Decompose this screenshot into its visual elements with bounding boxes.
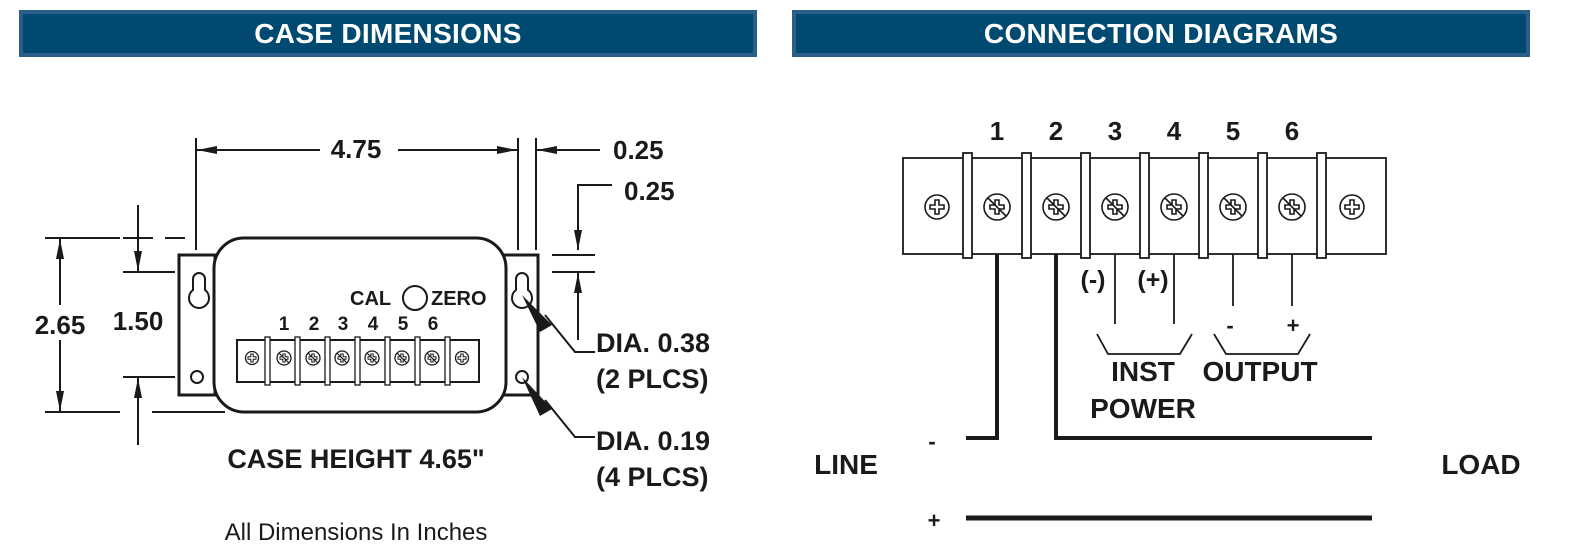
end-screw-icon bbox=[924, 194, 950, 220]
leader-arrowhead bbox=[522, 377, 552, 416]
line-plus-label: + bbox=[928, 508, 941, 533]
terminal-barrier bbox=[1257, 152, 1268, 259]
terminal-barrier bbox=[354, 336, 361, 386]
mounting-hole bbox=[190, 370, 204, 384]
zero-label: ZERO bbox=[431, 288, 487, 310]
terminal-number: 4 bbox=[1167, 116, 1182, 146]
terminal-screw-icon bbox=[1219, 193, 1247, 221]
terminal-number: 3 bbox=[1108, 116, 1122, 146]
output-label: OUTPUT bbox=[1202, 356, 1317, 387]
terminal-barrier bbox=[324, 336, 331, 386]
inst-minus-label: (-) bbox=[1081, 266, 1106, 294]
wire-line-minus bbox=[966, 254, 999, 440]
terminal-screw-icon bbox=[1042, 193, 1070, 221]
dim-slot-label: 0.25 bbox=[624, 176, 675, 206]
keyhole-slot bbox=[511, 272, 533, 309]
case-drawing: 4.75 0.25 0.25 2.65 1.50 bbox=[35, 134, 710, 546]
line-label: LINE bbox=[814, 449, 878, 480]
connection-drawing: 1 2 3 4 5 6 (-) (+) - + INST POWER OUTPU… bbox=[814, 116, 1521, 533]
output-plus-label: + bbox=[1287, 313, 1300, 338]
terminal-barrier bbox=[384, 336, 391, 386]
terminal-barrier bbox=[444, 336, 451, 386]
case-terminal-strip bbox=[236, 336, 480, 386]
leader-keyhole bbox=[544, 314, 595, 353]
terminal-number: 1 bbox=[279, 314, 290, 335]
line-minus-label: - bbox=[928, 429, 935, 454]
connection-diagrams-header: CONNECTION DIAGRAMS bbox=[792, 10, 1530, 57]
terminal-screw-icon bbox=[364, 350, 380, 366]
terminal-number: 4 bbox=[368, 314, 379, 335]
terminal-number: 5 bbox=[1226, 116, 1240, 146]
terminal-number: 2 bbox=[1049, 116, 1063, 146]
terminal-barrier bbox=[1139, 152, 1150, 259]
leader-arrowhead bbox=[522, 295, 552, 332]
cal-label: CAL bbox=[350, 288, 391, 310]
terminal-number: 2 bbox=[309, 314, 320, 335]
callout-keyhole-dia: DIA. 0.38 bbox=[596, 328, 710, 358]
terminal-screw-icon bbox=[334, 350, 350, 366]
bracket-inst-power bbox=[1096, 333, 1193, 355]
terminal-barrier bbox=[264, 336, 271, 386]
bracket-output bbox=[1213, 333, 1311, 355]
leader-hole bbox=[544, 399, 595, 438]
dim-flange-label: 0.25 bbox=[613, 135, 664, 165]
case-dimensions-header: CASE DIMENSIONS bbox=[19, 10, 757, 57]
case-terminal-numbers: 1 2 3 4 5 6 bbox=[279, 314, 439, 335]
dim-width-label: 4.75 bbox=[331, 134, 382, 164]
terminal-barriers bbox=[962, 152, 1327, 259]
dim-mount-spacing-label: 1.50 bbox=[113, 306, 164, 336]
terminal-screw-icon bbox=[1160, 193, 1188, 221]
dim-arrow-slot bbox=[574, 184, 612, 250]
inst-label: INST bbox=[1111, 356, 1175, 387]
end-screw-icon bbox=[244, 350, 260, 366]
end-screw-icon bbox=[1339, 194, 1365, 220]
terminal-number: 6 bbox=[428, 314, 439, 335]
power-label: POWER bbox=[1090, 393, 1196, 424]
cal-zero-adjust bbox=[402, 285, 428, 311]
terminal-screw-icon bbox=[276, 350, 292, 366]
case-body bbox=[212, 236, 508, 414]
dim-height-label: 2.65 bbox=[35, 310, 86, 340]
terminal-number: 1 bbox=[990, 116, 1004, 146]
wire-load bbox=[1054, 254, 1372, 440]
terminal-number: 5 bbox=[398, 314, 409, 335]
case-height-label: CASE HEIGHT 4.65" bbox=[227, 444, 484, 474]
terminal-barrier bbox=[414, 336, 421, 386]
terminal-barrier bbox=[962, 152, 973, 259]
output-minus-label: - bbox=[1226, 313, 1233, 338]
terminal-screw-icon bbox=[394, 350, 410, 366]
callout-keyhole-qty: (2 PLCS) bbox=[596, 364, 709, 394]
end-screw-icon bbox=[454, 350, 470, 366]
terminal-barrier bbox=[1198, 152, 1209, 259]
callout-hole-dia: DIA. 0.19 bbox=[596, 426, 710, 456]
terminal-numbers: 1 2 3 4 5 6 bbox=[990, 116, 1299, 146]
terminal-screw-icon bbox=[424, 350, 440, 366]
callout-hole-qty: (4 PLCS) bbox=[596, 462, 709, 492]
terminal-barrier bbox=[294, 336, 301, 386]
terminal-screw-icon bbox=[983, 193, 1011, 221]
terminal-screw-icon bbox=[1278, 193, 1306, 221]
units-note: All Dimensions In Inches bbox=[225, 519, 488, 546]
terminal-screw-icon bbox=[305, 350, 321, 366]
terminal-screw-icon bbox=[1101, 193, 1129, 221]
terminal-number: 3 bbox=[338, 314, 349, 335]
terminal-barrier bbox=[1021, 152, 1032, 259]
terminal-barrier bbox=[1080, 152, 1091, 259]
terminal-barrier bbox=[1316, 152, 1327, 259]
keyhole-slot bbox=[188, 272, 210, 309]
load-label: LOAD bbox=[1441, 449, 1520, 480]
terminal-number: 6 bbox=[1285, 116, 1299, 146]
inst-plus-label: (+) bbox=[1137, 266, 1168, 294]
